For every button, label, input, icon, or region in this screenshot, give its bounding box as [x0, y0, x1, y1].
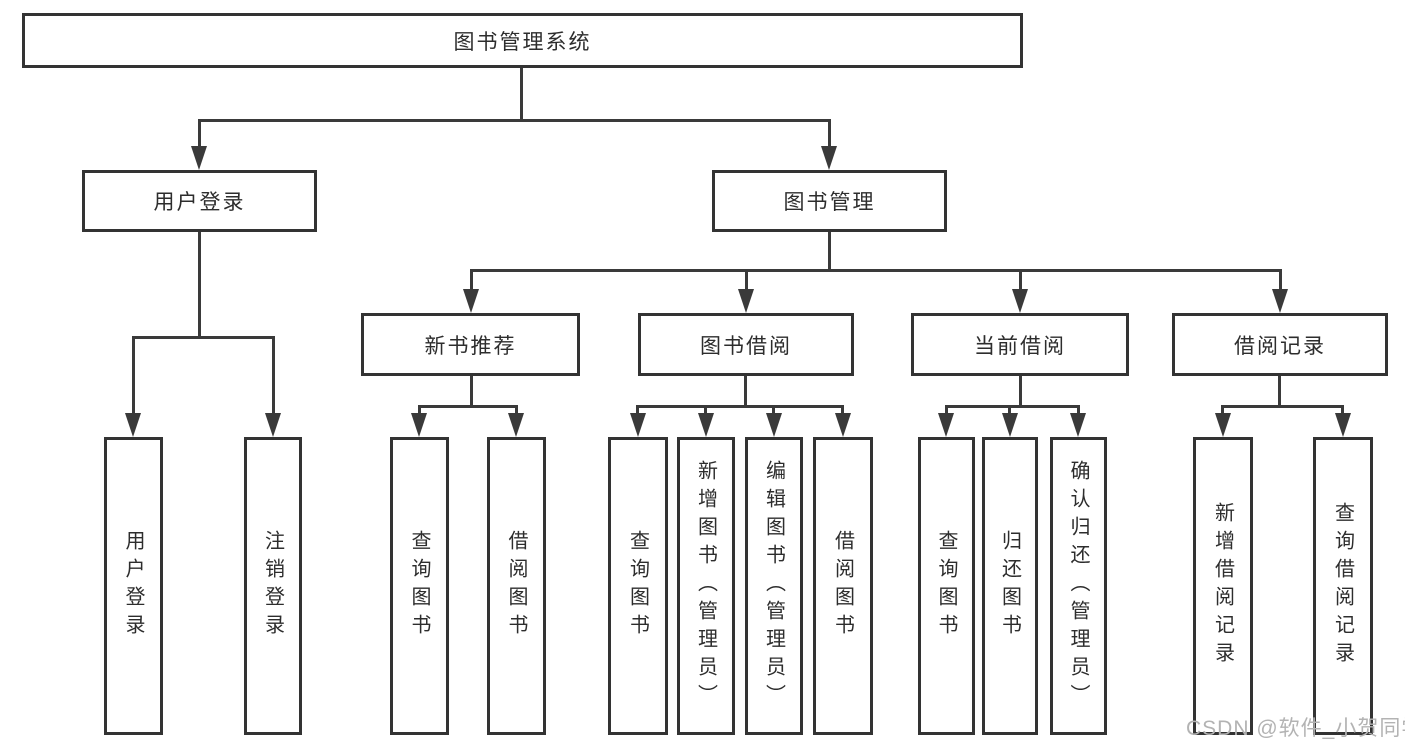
connector-line [772, 405, 775, 419]
connector-line [828, 232, 831, 272]
csdn-watermark: CSDN @软件_小贺同学 [1186, 717, 1405, 740]
arrow-head [1002, 413, 1018, 437]
arrow-head [821, 146, 837, 170]
arrow-head [766, 413, 782, 437]
connector-line [418, 405, 518, 408]
arrow-head [630, 413, 646, 437]
arrow-head [411, 413, 427, 437]
leaf-borrow-query-books: 查询图书 [608, 437, 668, 735]
arrow-head [1335, 413, 1351, 437]
connector-line [1077, 405, 1080, 419]
leaf-current-confirm-return-admin: 确认归还（管理员） [1050, 437, 1107, 735]
arrow-head [463, 289, 479, 313]
connector-line [520, 68, 523, 120]
connector-line [132, 336, 275, 339]
arrow-head [835, 413, 851, 437]
node-library-management-system: 图书管理系统 [22, 13, 1023, 68]
leaf-current-return-books: 归还图书 [982, 437, 1038, 735]
connector-line [1008, 405, 1011, 419]
connector-line [1019, 375, 1022, 408]
connector-line [945, 405, 948, 419]
connector-line [515, 405, 518, 419]
leaf-borrow-add-books-admin: 新增图书（管理员） [677, 437, 735, 735]
arrow-head [938, 413, 954, 437]
connector-line [744, 375, 747, 408]
connector-line [636, 405, 639, 419]
connector-line [828, 119, 831, 155]
connector-line [636, 405, 844, 408]
leaf-borrow-borrow-books: 借阅图书 [813, 437, 873, 735]
connector-line [1341, 405, 1344, 419]
node-book-management-branch: 图书管理 [712, 170, 947, 232]
connector-line [745, 269, 748, 295]
connector-line [198, 232, 201, 337]
connector-line [1221, 405, 1224, 419]
arrow-head [508, 413, 524, 437]
arrow-head [738, 289, 754, 313]
node-new-book-recommendation: 新书推荐 [361, 313, 580, 376]
connector-line [945, 405, 1080, 408]
connector-line [704, 405, 707, 419]
leaf-user-login: 用户登录 [104, 437, 163, 735]
leaf-records-add-borrow-record: 新增借阅记录 [1193, 437, 1253, 735]
arrow-head [191, 146, 207, 170]
node-current-borrowing: 当前借阅 [911, 313, 1129, 376]
leaf-recommend-borrow-books: 借阅图书 [487, 437, 546, 735]
connector-line [418, 405, 421, 419]
connector-line [1279, 269, 1282, 295]
leaf-logout: 注销登录 [244, 437, 302, 735]
connector-line [470, 269, 1281, 272]
leaf-records-query-borrow-record: 查询借阅记录 [1313, 437, 1373, 735]
connector-line [470, 269, 473, 295]
connector-line [132, 336, 135, 421]
node-borrowing-records: 借阅记录 [1172, 313, 1388, 376]
connector-line [198, 119, 831, 122]
connector-line [1221, 405, 1344, 408]
arrow-head [1272, 289, 1288, 313]
connector-line [1019, 269, 1022, 295]
arrow-head [1012, 289, 1028, 313]
leaf-recommend-query-books: 查询图书 [390, 437, 449, 735]
node-user-login-branch: 用户登录 [82, 170, 317, 232]
arrow-head [1215, 413, 1231, 437]
node-book-borrowing: 图书借阅 [638, 313, 854, 376]
arrow-head [265, 413, 281, 437]
arrow-head [698, 413, 714, 437]
leaf-current-query-books: 查询图书 [918, 437, 975, 735]
leaf-borrow-edit-books-admin: 编辑图书（管理员） [745, 437, 803, 735]
connector-line [841, 405, 844, 419]
connector-line [272, 336, 275, 421]
arrow-head [125, 413, 141, 437]
connector-line [198, 119, 201, 155]
connector-line [1278, 375, 1281, 408]
connector-line [470, 375, 473, 408]
arrow-head [1070, 413, 1086, 437]
